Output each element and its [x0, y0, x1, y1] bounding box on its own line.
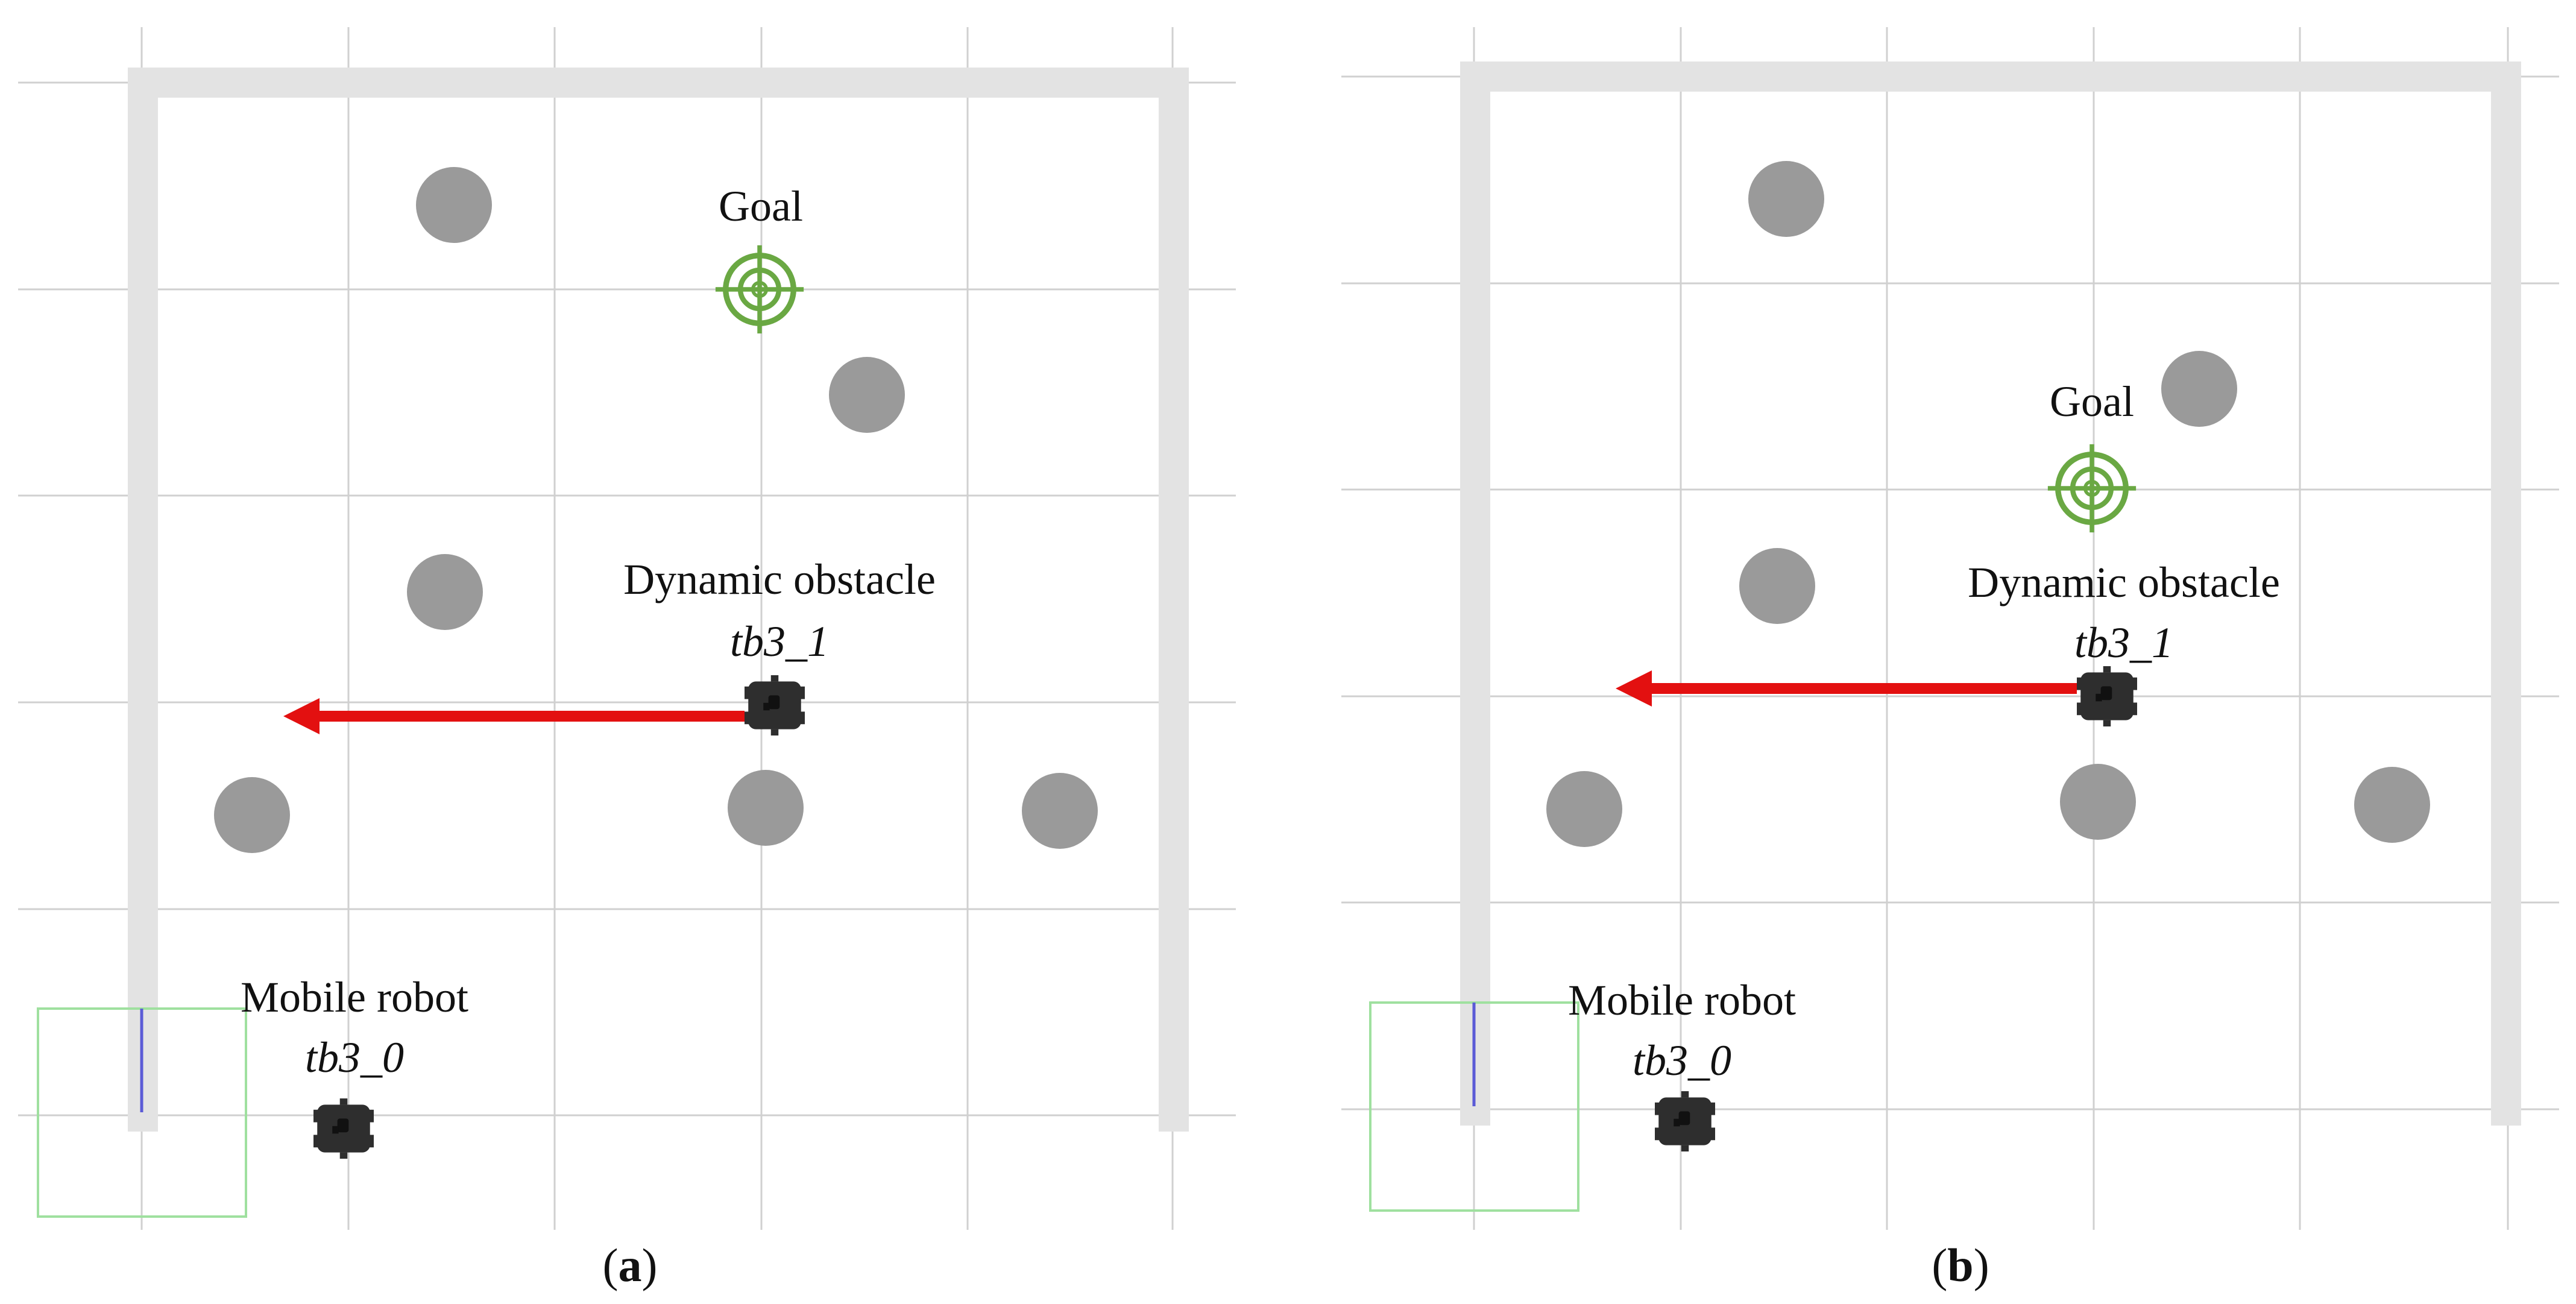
start-area — [1369, 1001, 1579, 1212]
dynamic-obstacle-name: tb3_1 — [730, 617, 829, 666]
static-obstacle — [407, 554, 483, 630]
mobile-robot-icon — [313, 1098, 374, 1159]
panel-b: Goal Dynamic obstacle tb3_1 Mobile robot… — [1341, 27, 2559, 1291]
dynamic-obstacle-robot-icon — [745, 675, 805, 735]
motion-arrow — [283, 698, 745, 734]
dynamic-obstacle-label: Dynamic obstacle — [1968, 558, 2280, 606]
wall-left — [128, 68, 158, 1132]
grid-lines — [18, 27, 1236, 1230]
walls — [128, 68, 1189, 1132]
goal-target-icon — [716, 245, 804, 333]
static-obstacle — [1739, 548, 1815, 624]
goal-label: Goal — [2050, 377, 2134, 426]
static-obstacles — [1546, 161, 2430, 847]
goal-label: Goal — [719, 182, 803, 230]
wall-right — [1159, 68, 1189, 1132]
wall-right — [2491, 61, 2521, 1126]
mobile-robot-name: tb3_0 — [1633, 1036, 1731, 1085]
start-area — [37, 1007, 247, 1218]
mobile-robot-name: tb3_0 — [305, 1033, 404, 1082]
caption-letter: a — [619, 1239, 642, 1291]
panel-caption: (b) — [1932, 1239, 1989, 1291]
mobile-robot-label: Mobile robot — [1568, 976, 1796, 1024]
wall-left — [1460, 61, 1490, 1126]
mobile-robot-label: Mobile robot — [241, 973, 468, 1021]
arrowhead-icon — [283, 698, 320, 734]
caption-open-paren: ( — [1932, 1239, 1947, 1291]
static-obstacle — [1546, 771, 1622, 847]
arrowhead-icon — [1616, 670, 1652, 707]
mobile-robot-icon — [1655, 1091, 1715, 1151]
static-obstacle — [2354, 767, 2430, 843]
panel-caption: (a) — [603, 1239, 658, 1291]
dynamic-obstacle-name: tb3_1 — [2074, 619, 2173, 667]
walls — [1460, 61, 2521, 1126]
caption-letter: b — [1947, 1239, 1973, 1291]
dynamic-obstacle-robot-icon — [2077, 666, 2137, 726]
dynamic-obstacle-label: Dynamic obstacle — [623, 555, 936, 603]
caption-open-paren: ( — [603, 1239, 619, 1291]
static-obstacle — [2161, 351, 2237, 427]
static-obstacle — [829, 357, 905, 433]
caption-close-paren: ) — [1974, 1239, 1989, 1291]
static-obstacle — [1748, 161, 1824, 237]
static-obstacle — [214, 777, 290, 853]
wall-top — [1460, 61, 2521, 92]
wall-top — [128, 68, 1189, 98]
motion-arrow — [1616, 670, 2077, 707]
grid-lines — [1341, 27, 2559, 1230]
panel-a: Goal Dynamic obstacle tb3_1 Mobile robot… — [18, 27, 1236, 1291]
goal-target-icon — [2048, 444, 2136, 532]
caption-close-paren: ) — [642, 1239, 658, 1291]
static-obstacle — [416, 167, 492, 243]
static-obstacles — [214, 167, 1098, 853]
static-obstacle — [1022, 773, 1098, 849]
static-obstacle — [728, 770, 804, 846]
static-obstacle — [2060, 764, 2136, 840]
